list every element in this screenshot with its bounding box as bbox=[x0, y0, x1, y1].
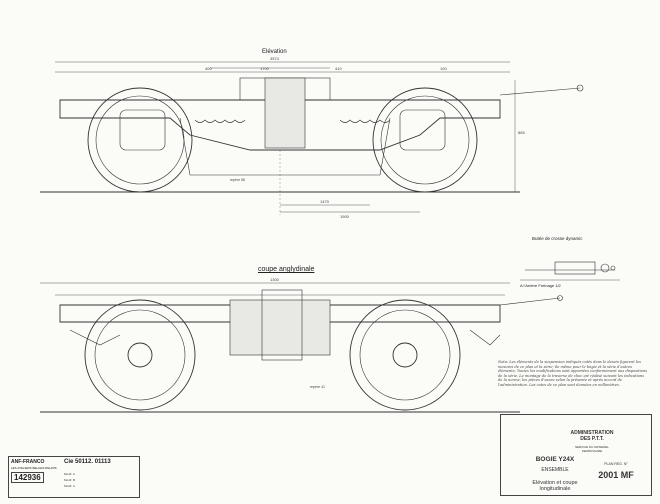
elevation-callout: repère 58 bbox=[230, 178, 245, 182]
plan-label: PLAN REG. N° bbox=[604, 462, 628, 466]
ensemble-label: ENSEMBLE bbox=[541, 467, 569, 473]
section-title: coupe anglydinale bbox=[258, 266, 315, 273]
dim-overall: 3574 bbox=[270, 56, 279, 61]
revision-2: Modif. B bbox=[64, 478, 76, 482]
section-view bbox=[40, 261, 620, 413]
company-ref: Cie 50112. 01113 bbox=[64, 459, 111, 465]
revision-1: Modif. A bbox=[64, 472, 75, 476]
dim-bottom2: 1900 bbox=[340, 214, 349, 219]
admin-subtitle: SERVICE DU MATERIEL FERROVIAIRE bbox=[575, 445, 609, 453]
company-subtitle: LES ATELIERS BELGES REUNIS bbox=[11, 466, 57, 470]
dim-d1: 400 bbox=[205, 66, 212, 71]
dim-d3: 410 bbox=[335, 66, 342, 71]
plan-number: 2001 MF bbox=[598, 470, 634, 480]
dim-bottom1: 1470 bbox=[320, 199, 329, 204]
admin-name: ADMINISTRATION DES P.T.T. bbox=[570, 430, 614, 442]
detail-note: A l'Arrière Freinage 1/2 bbox=[520, 283, 561, 288]
maker-block bbox=[8, 456, 140, 498]
detail-title: Butée de crosse dynamic bbox=[532, 236, 583, 241]
dim-d4: 100 bbox=[440, 66, 447, 71]
bogie-title: BOGIE Y24X bbox=[535, 456, 575, 463]
elevation-view bbox=[40, 61, 584, 215]
wheel-left-section bbox=[84, 299, 196, 411]
view-description: Elévation et coupe longitudinale bbox=[532, 480, 578, 492]
wheel-left-elev bbox=[87, 87, 193, 193]
wheel-right-elev bbox=[372, 87, 478, 193]
company-name: ANF-FRANCO bbox=[11, 459, 45, 465]
drawing-number: 142936 bbox=[11, 472, 44, 483]
wheel-right-section bbox=[349, 299, 461, 411]
dim-d2: 1700 bbox=[260, 66, 269, 71]
dim-height: 865 bbox=[518, 130, 525, 135]
title-block bbox=[500, 414, 652, 496]
section-callout: repère 41 bbox=[310, 385, 325, 389]
elevation-title: Elévation bbox=[262, 49, 287, 55]
drawing-notes: Nota: Les éléments de la suspension indi… bbox=[498, 360, 648, 387]
revision-3: Modif. C bbox=[64, 484, 76, 488]
dim-bottom3: 1300 bbox=[270, 277, 279, 282]
